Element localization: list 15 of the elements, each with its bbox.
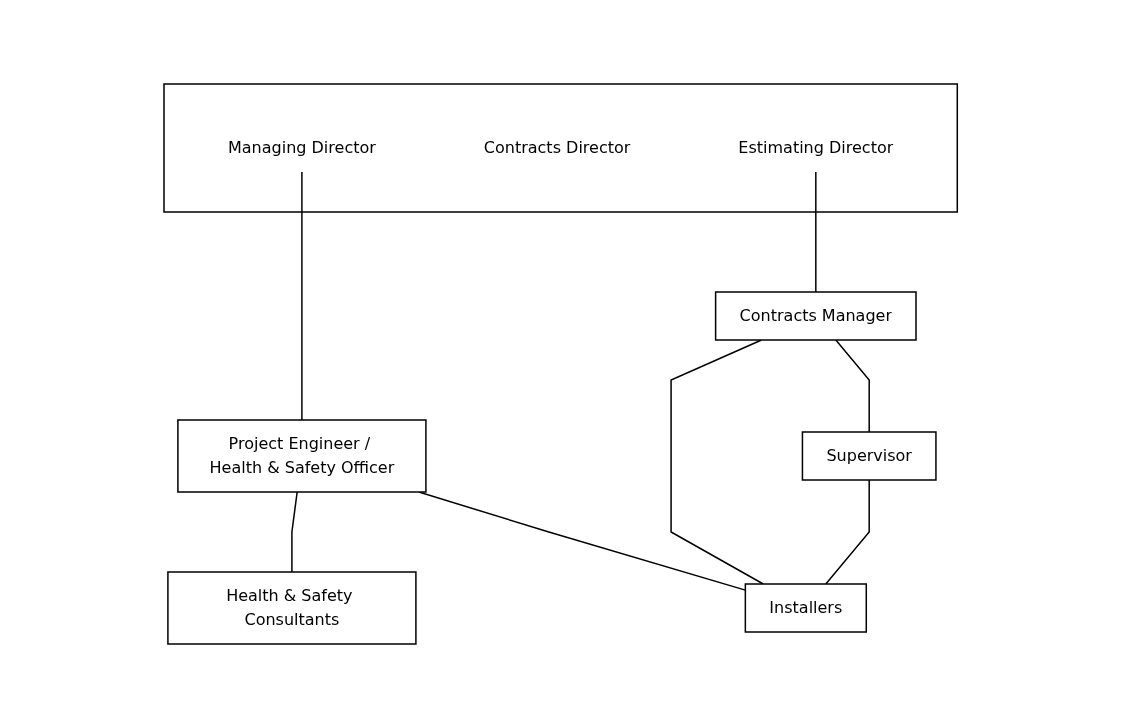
connector — [814, 171, 817, 293]
cluster — [163, 83, 958, 213]
node-box — [714, 291, 917, 341]
node-box — [167, 571, 417, 645]
connector — [834, 339, 870, 433]
node-box — [744, 583, 867, 633]
node-box — [177, 419, 427, 493]
connector — [670, 339, 764, 585]
node-box — [801, 431, 937, 481]
connector — [291, 491, 298, 573]
node-text: Managing Director — [227, 138, 376, 157]
connector — [301, 171, 303, 421]
connector — [824, 479, 870, 585]
node-text: Contracts Director — [483, 138, 631, 157]
node-text: Estimating Director — [738, 138, 894, 157]
